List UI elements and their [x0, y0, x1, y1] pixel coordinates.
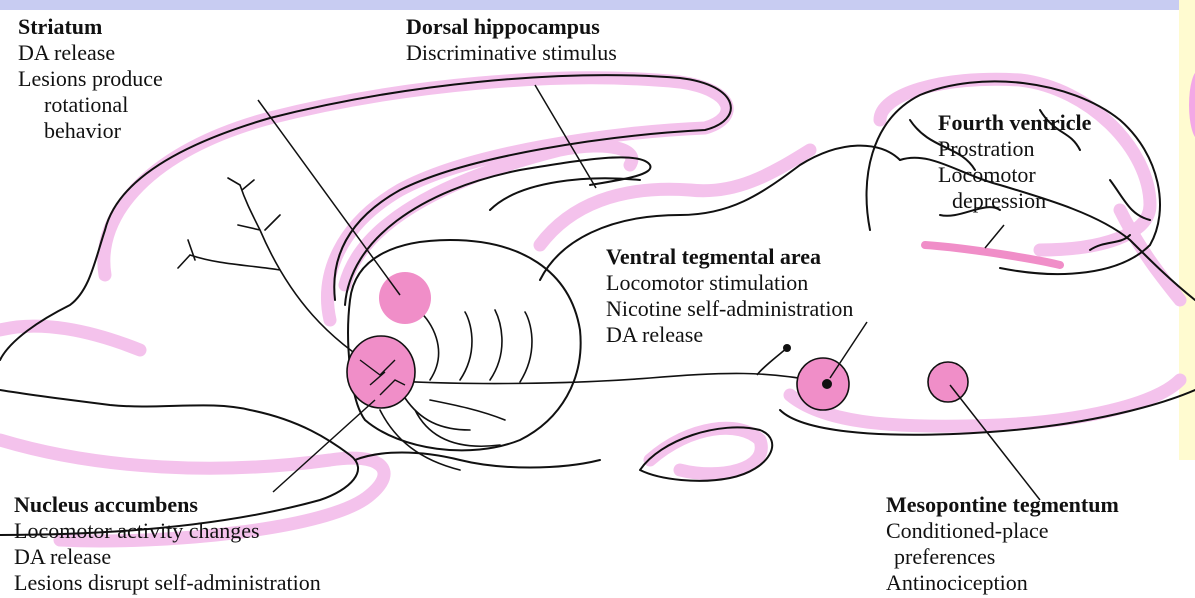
label-dorsal-hippocampus: Dorsal hippocampus Discriminative stimul… — [406, 14, 617, 66]
label-fourth-ventricle: Fourth ventricle Prostration Locomotor d… — [938, 110, 1091, 214]
midbrain-halo — [540, 150, 810, 245]
hypothalamus-outline — [355, 453, 600, 468]
label-vta-line: Locomotor stimulation — [606, 270, 853, 296]
label-nucleus-accumbens-line: Locomotor activity changes — [14, 518, 321, 544]
label-mesopontine-heading: Mesopontine tegmentum — [886, 492, 1119, 518]
label-fourth-ventricle-line: depression — [938, 188, 1091, 214]
accumbens-leader — [273, 400, 375, 492]
label-fourth-ventricle-line: Locomotor — [938, 162, 1091, 188]
label-nucleus-accumbens-line: Lesions disrupt self-administration — [14, 570, 321, 596]
label-striatum-line: DA release — [18, 40, 163, 66]
label-vta-line: Nicotine self-administration — [606, 296, 853, 322]
label-vta-line: DA release — [606, 322, 853, 348]
label-striatum-line: rotational — [18, 92, 163, 118]
label-dorsal-hippocampus-heading: Dorsal hippocampus — [406, 14, 617, 40]
label-mesopontine-line: Conditioned-place — [886, 518, 1119, 544]
accumbens-fibers — [380, 398, 505, 470]
label-fourth-ventricle-heading: Fourth ventricle — [938, 110, 1091, 136]
label-vta-heading: Ventral tegmental area — [606, 244, 853, 270]
nucleus-accumbens-nucleus — [347, 336, 415, 408]
mesopontine-nucleus — [928, 362, 968, 402]
label-fourth-ventricle-line: Prostration — [938, 136, 1091, 162]
vta-dot — [822, 379, 832, 389]
striatum-nucleus — [379, 272, 431, 324]
label-mesopontine-line: Antinociception — [886, 570, 1119, 596]
nicotine-injection-line — [757, 348, 787, 375]
label-nucleus-accumbens: Nucleus accumbens Locomotor activity cha… — [14, 492, 321, 596]
hippocampus-halo — [345, 146, 632, 285]
label-mesopontine-line: preferences — [886, 544, 1119, 570]
label-striatum: Striatum DA release Lesions produce rota… — [18, 14, 163, 144]
label-nucleus-accumbens-heading: Nucleus accumbens — [14, 492, 321, 518]
label-striatum-heading: Striatum — [18, 14, 163, 40]
striatal-terminals — [420, 310, 532, 382]
label-striatum-line: Lesions produce — [18, 66, 163, 92]
label-nucleus-accumbens-line: DA release — [14, 544, 321, 570]
label-mesopontine-tegmentum: Mesopontine tegmentum Conditioned-place … — [886, 492, 1119, 596]
fourth-ventricle-leader — [985, 225, 1004, 248]
label-dorsal-hippocampus-line: Discriminative stimulus — [406, 40, 617, 66]
label-ventral-tegmental-area: Ventral tegmental area Locomotor stimula… — [606, 244, 853, 348]
label-striatum-line: behavior — [18, 118, 163, 144]
olfactory-halo — [0, 326, 140, 350]
mesolimbic-tract — [380, 373, 830, 384]
mesopontine-leader — [950, 385, 1040, 500]
pons-halo — [650, 428, 761, 473]
